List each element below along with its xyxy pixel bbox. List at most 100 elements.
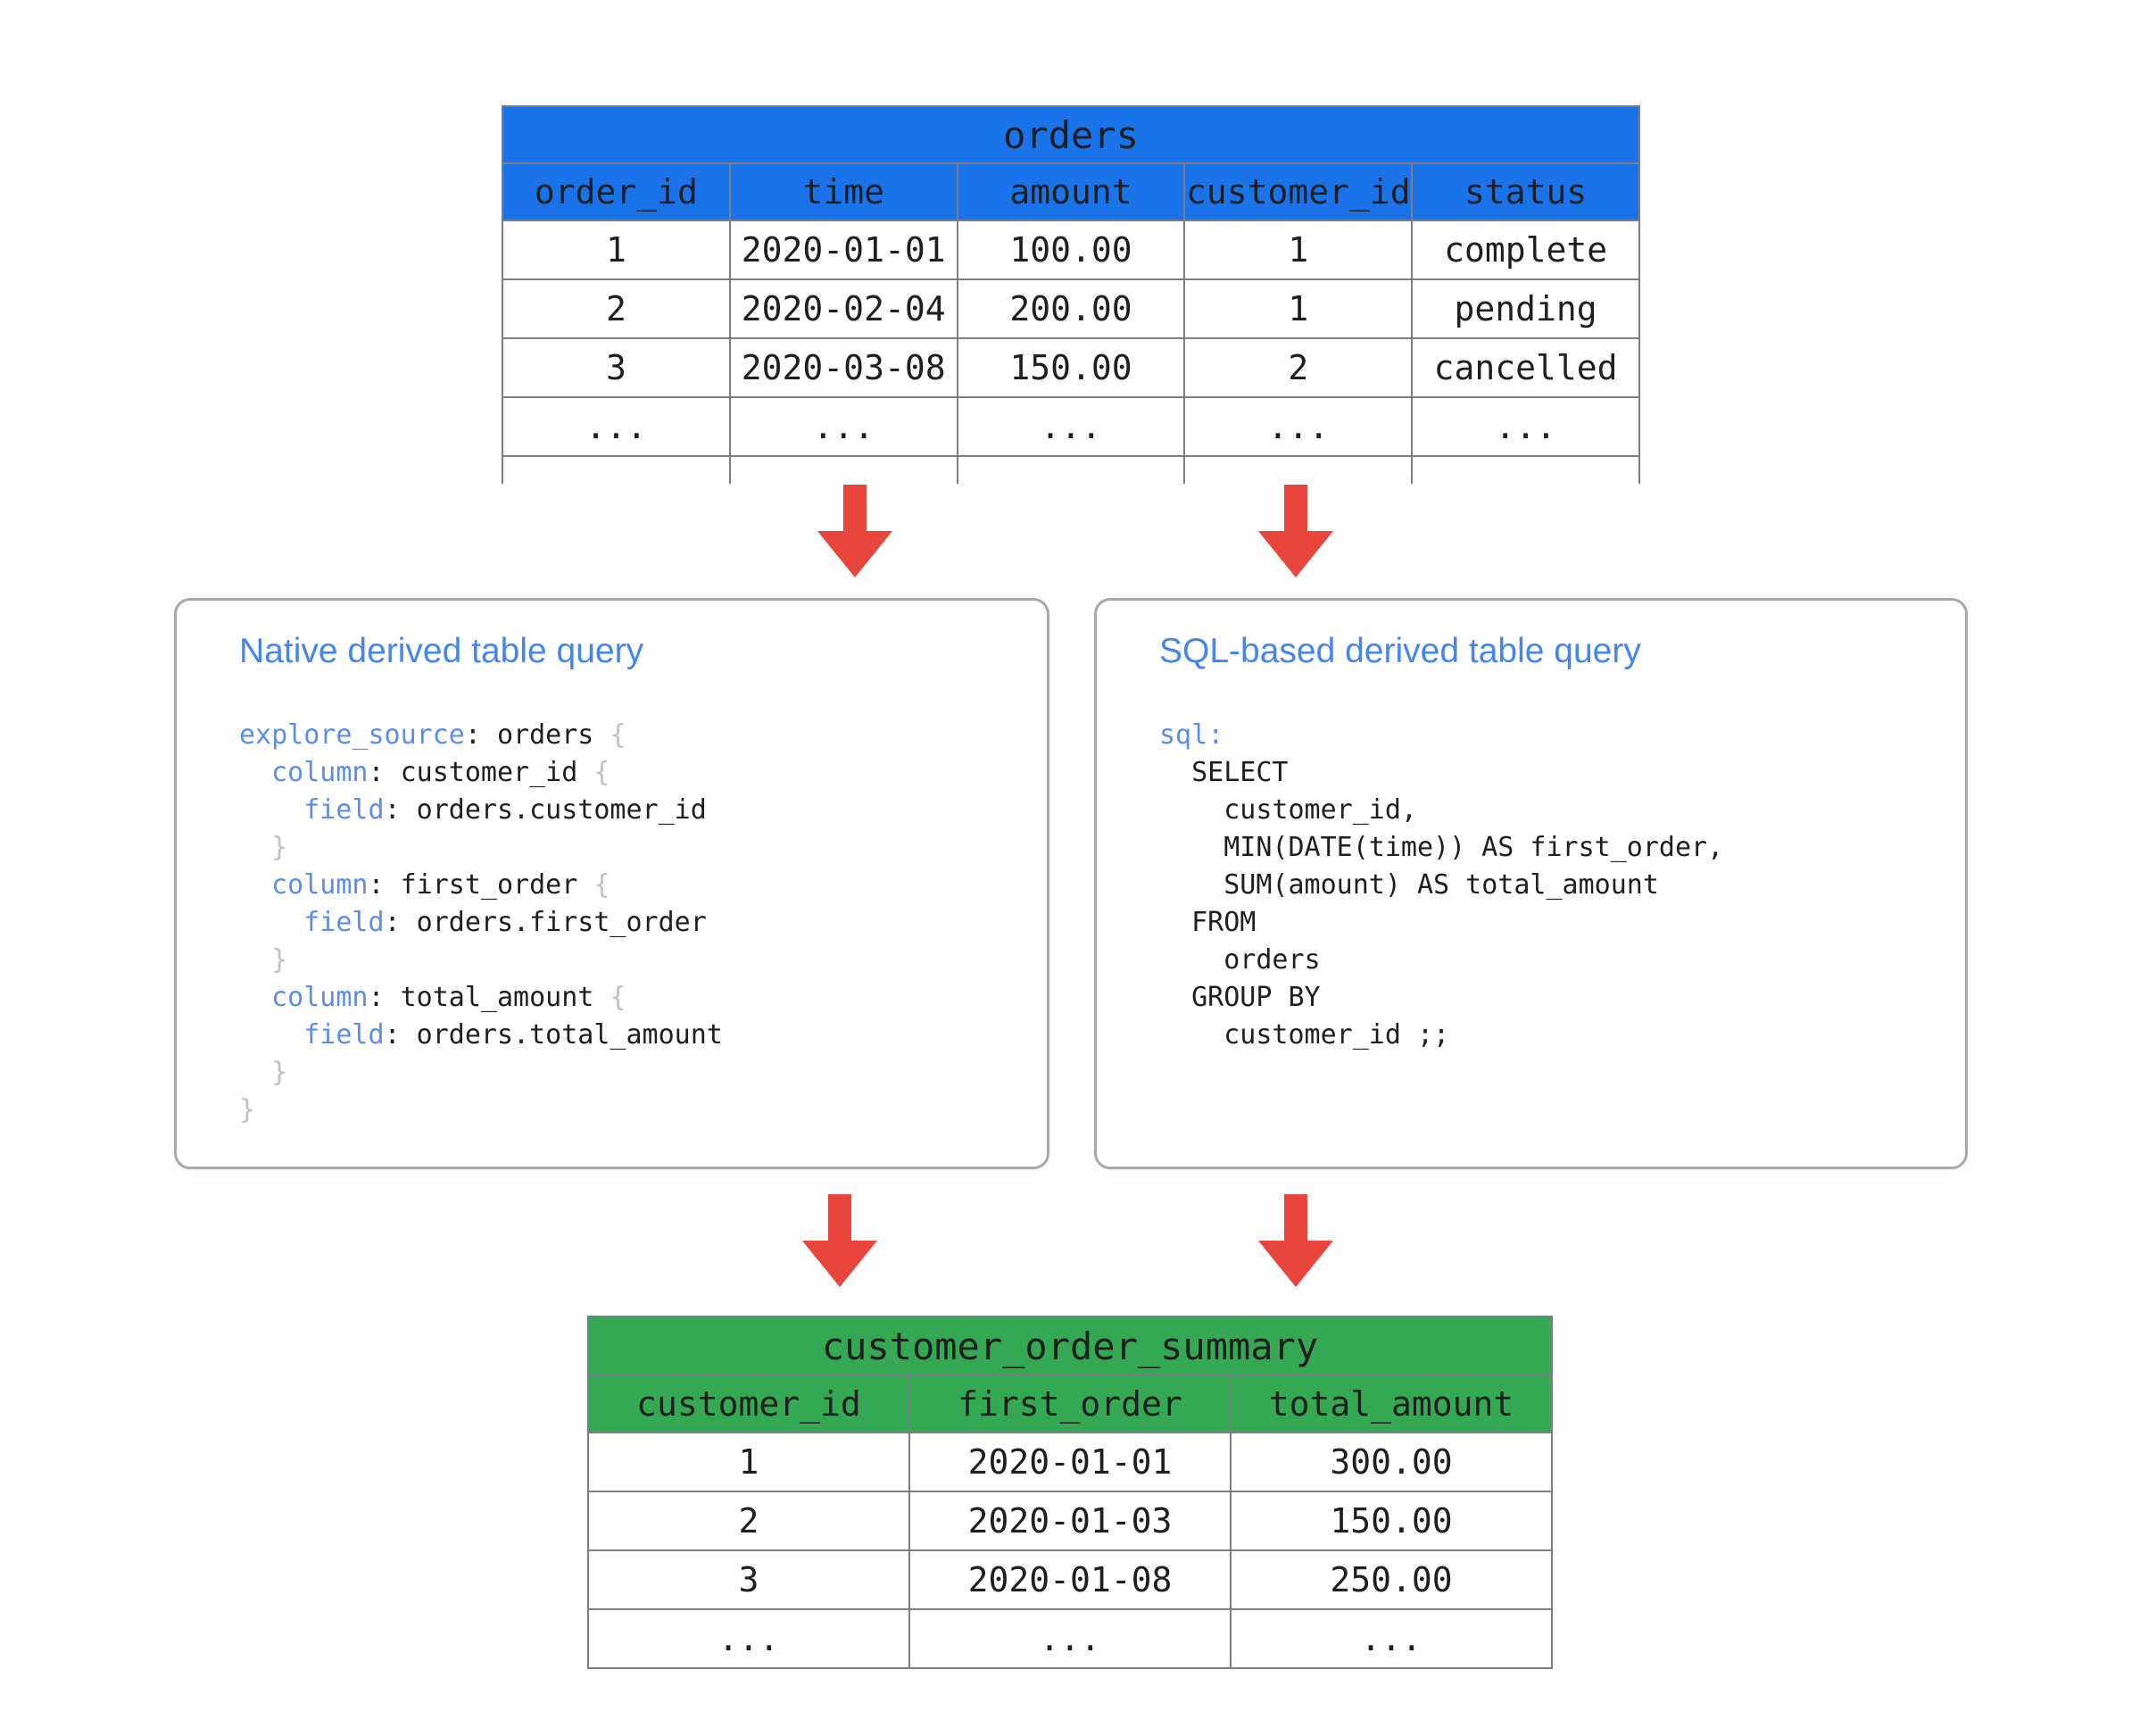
code-line: column: first_order {: [239, 867, 723, 904]
arrow-orders-to-native-icon: [817, 485, 892, 577]
summary-title-row: customer_order_summary: [587, 1316, 1553, 1376]
orders-column-header-time: time: [728, 162, 958, 221]
code-token: : first_order: [368, 869, 594, 901]
table-row-ellipsis: ... ... ...: [587, 1608, 1553, 1669]
arrow-shaft: [843, 485, 867, 536]
code-token: column: [271, 869, 369, 901]
summary-column-header-first-order: first_order: [908, 1375, 1232, 1433]
orders-cell: 100.00: [956, 220, 1186, 280]
arrow-shaft: [1284, 485, 1307, 536]
sql-panel-title: SQL-based derived table query: [1159, 632, 1641, 670]
code-token: : orders.customer_id: [384, 794, 707, 826]
code-token: }: [271, 1057, 288, 1088]
code-line: field: orders.total_amount: [239, 1017, 723, 1054]
arrow-shaft: [1284, 1194, 1307, 1246]
arrow-head: [1258, 531, 1333, 577]
code-line: GROUP BY: [1159, 979, 1723, 1017]
code-line: explore_source: orders {: [239, 717, 723, 754]
orders-cell: 2: [502, 278, 731, 339]
summary-header-row: customer_id first_order total_amount: [587, 1375, 1553, 1433]
code-token: customer_id ;;: [1159, 1019, 1450, 1051]
arrow-sql-to-summary-icon: [1258, 1194, 1333, 1287]
customer-order-summary-table: customer_order_summary customer_id first…: [587, 1316, 1553, 1669]
code-line: }: [239, 1054, 723, 1092]
code-line: MIN(DATE(time)) AS first_order,: [1159, 829, 1723, 867]
orders-cell: 2020-02-04: [728, 278, 958, 339]
code-token: : total_amount: [368, 982, 610, 1013]
summary-cell: 150.00: [1230, 1491, 1553, 1551]
code-token: [239, 794, 303, 826]
code-token: GROUP BY: [1159, 982, 1321, 1013]
table-row-ellipsis: ... ... ... ... ...: [502, 396, 1640, 457]
code-token: [239, 757, 271, 788]
code-token: : orders.total_amount: [384, 1019, 723, 1051]
code-token: [239, 1019, 303, 1051]
table-row: 3 2020-01-08 250.00: [587, 1549, 1553, 1610]
orders-cell: 200.00: [956, 278, 1186, 339]
code-line: customer_id,: [1159, 792, 1723, 829]
code-token: :: [1207, 719, 1224, 751]
code-token: {: [610, 982, 626, 1013]
code-token: {: [593, 869, 610, 901]
code-line: SELECT: [1159, 754, 1723, 792]
summary-column-header-customer-id: customer_id: [587, 1375, 910, 1433]
table-row: 2 2020-02-04 200.00 1 pending: [502, 278, 1640, 339]
code-token: field: [303, 1019, 385, 1051]
arrow-native-to-summary-icon: [802, 1194, 877, 1287]
orders-cell-clipped: [1183, 455, 1414, 484]
code-token: }: [239, 1094, 256, 1125]
table-row: 1 2020-01-01 300.00: [587, 1432, 1553, 1492]
summary-cell: ...: [587, 1608, 910, 1669]
orders-cell-clipped: [956, 455, 1186, 484]
arrow-orders-to-sql-icon: [1258, 485, 1333, 577]
native-panel-title: Native derived table query: [239, 632, 644, 670]
orders-cell: 150.00: [956, 337, 1186, 398]
orders-cell: 2020-01-01: [728, 220, 958, 280]
code-token: MIN(DATE(time)) AS first_order,: [1159, 832, 1724, 863]
code-token: : orders: [464, 719, 610, 751]
orders-table-title: orders: [502, 105, 1640, 164]
code-token: explore_source: [239, 719, 465, 751]
code-token: customer_id,: [1159, 794, 1417, 826]
code-token: : orders.first_order: [384, 907, 707, 938]
orders-cell: 1: [1183, 278, 1414, 339]
summary-cell: 2020-01-01: [908, 1432, 1232, 1492]
code-token: }: [271, 944, 288, 976]
code-line: SUM(amount) AS total_amount: [1159, 867, 1723, 904]
summary-cell: 1: [587, 1432, 910, 1492]
code-line: }: [239, 942, 723, 979]
code-line: orders: [1159, 942, 1723, 979]
code-line: column: total_amount {: [239, 979, 723, 1017]
orders-header-row: order_id time amount customer_id status: [502, 162, 1640, 221]
orders-cell: pending: [1411, 278, 1640, 339]
code-token: [239, 1057, 271, 1088]
code-token: column: [271, 757, 369, 788]
code-line: customer_id ;;: [1159, 1017, 1723, 1054]
orders-cell: ...: [502, 396, 731, 457]
orders-cell-clipped: [1411, 455, 1640, 484]
summary-table-title: customer_order_summary: [587, 1316, 1553, 1376]
orders-column-header-amount: amount: [956, 162, 1186, 221]
orders-title-row: orders: [502, 105, 1640, 164]
code-token: SELECT: [1159, 757, 1289, 788]
summary-column-header-total-amount: total_amount: [1230, 1375, 1553, 1433]
code-token: }: [271, 832, 288, 863]
code-token: {: [593, 757, 610, 788]
arrow-head: [1258, 1241, 1333, 1287]
summary-cell: 3: [587, 1549, 910, 1610]
arrow-head: [802, 1241, 877, 1287]
code-token: {: [610, 719, 626, 751]
code-token: sql: [1159, 719, 1208, 751]
code-token: [239, 907, 303, 938]
native-derived-table-panel: Native derived table query explore_sourc…: [174, 598, 1049, 1169]
orders-cell: ...: [956, 396, 1186, 457]
code-token: [239, 832, 271, 863]
code-token: [239, 944, 271, 976]
table-row: 1 2020-01-01 100.00 1 complete: [502, 220, 1640, 280]
code-line: field: orders.first_order: [239, 904, 723, 942]
summary-cell: 2: [587, 1491, 910, 1551]
code-line: column: customer_id {: [239, 754, 723, 792]
code-token: FROM: [1159, 907, 1257, 938]
summary-table-body: customer_order_summary customer_id first…: [587, 1316, 1553, 1669]
code-line: sql:: [1159, 717, 1723, 754]
